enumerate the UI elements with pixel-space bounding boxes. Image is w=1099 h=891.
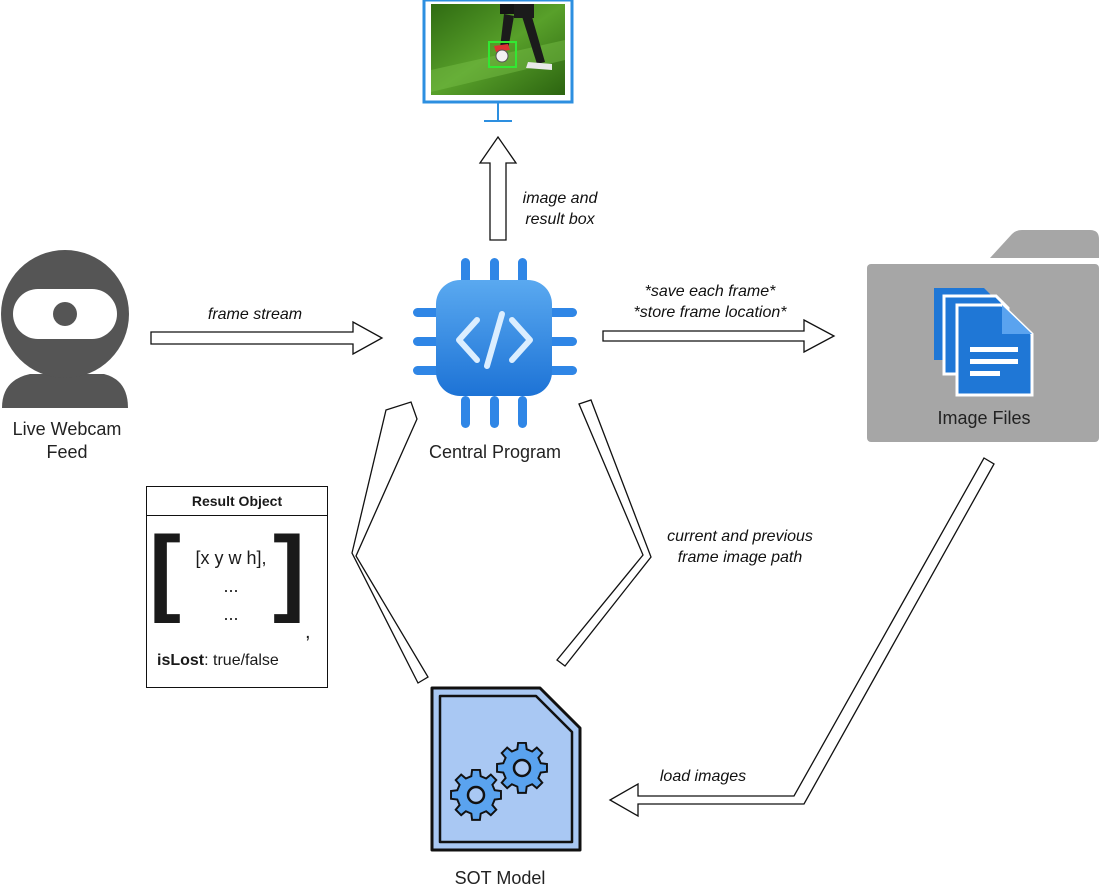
label-live-webcam: Live Webcam xyxy=(12,419,122,439)
label-central-program: Central Program xyxy=(428,442,562,462)
label-sot-model: SOT Model xyxy=(454,868,546,888)
arrow-to-sot-model xyxy=(556,399,652,667)
result-object-title: Result Object xyxy=(147,487,327,516)
label-result-box: result box xyxy=(525,211,595,228)
right-bracket: ] xyxy=(273,517,305,624)
documents-icon xyxy=(934,288,1034,397)
label-load-images: load images xyxy=(659,768,747,785)
webcam-icon xyxy=(1,250,129,408)
arrow-to-monitor xyxy=(478,135,518,241)
monitor-icon xyxy=(422,0,574,122)
left-bracket: [ xyxy=(149,517,181,624)
result-row-box: [x y w h], xyxy=(195,548,267,568)
label-frame-stream: frame stream xyxy=(207,306,303,323)
arrow-save-frames xyxy=(602,318,836,354)
gears-document-icon xyxy=(430,686,582,852)
result-object-box: Result Object [ ] [x y w h], ... ... , i… xyxy=(146,486,328,688)
label-feed: Feed xyxy=(46,442,88,462)
arrow-frame-stream xyxy=(150,320,384,356)
arrow-to-central-program xyxy=(351,401,429,684)
label-current-and-previous: current and previous xyxy=(667,528,813,545)
label-save-each-frame: *save each frame* xyxy=(644,283,776,300)
result-row-ellipsis-2: ... xyxy=(223,604,239,624)
chip-icon xyxy=(413,258,577,428)
label-frame-image-path: frame image path xyxy=(677,549,803,566)
label-image-and: image and xyxy=(522,190,598,207)
is-lost-key: isLost xyxy=(157,652,205,669)
label-image-files: Image Files xyxy=(937,408,1031,428)
label-store-frame-location: *store frame location* xyxy=(633,304,787,321)
is-lost-field: isLost: true/false xyxy=(157,651,279,671)
result-trailing-comma: , xyxy=(305,621,311,643)
is-lost-value: : true/false xyxy=(204,652,279,669)
result-row-ellipsis-1: ... xyxy=(223,576,239,596)
arrow-load-images xyxy=(608,457,995,818)
